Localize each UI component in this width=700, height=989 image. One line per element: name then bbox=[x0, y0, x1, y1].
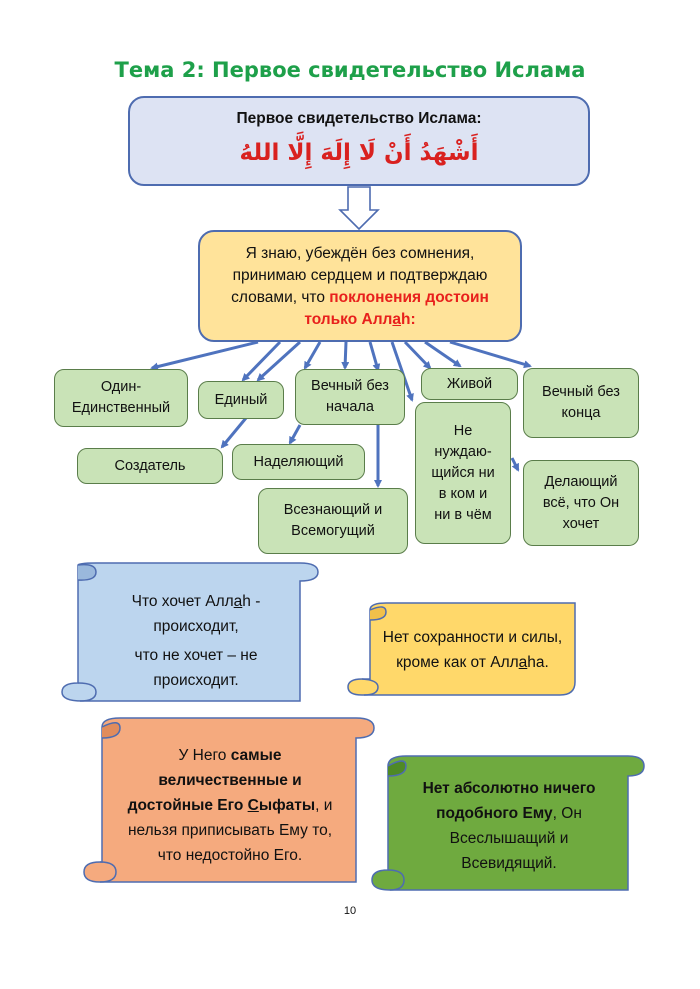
scroll-text-bold: ыфаты bbox=[258, 797, 316, 814]
green-scroll-shape bbox=[371, 755, 645, 891]
orange-scroll-text: У Него самые величественные и достойные … bbox=[104, 743, 356, 868]
attr-all-knowing: Всезнающий и Всемогущий bbox=[258, 488, 408, 554]
scroll-line: Нет абсолютно ничего bbox=[390, 776, 628, 801]
main-text-line: только Аллаh: bbox=[200, 309, 520, 331]
scroll-line: Всевидящий. bbox=[461, 855, 557, 872]
blue-scroll-shape bbox=[61, 562, 319, 702]
attr-provider: Наделяющий bbox=[232, 444, 365, 480]
scroll-text-part: h - bbox=[242, 593, 261, 610]
scroll-text-bold: достойные Его bbox=[127, 797, 248, 814]
yellow-scroll-text: Нет сохранности и силы, кроме как от Алл… bbox=[370, 625, 575, 675]
attr-label: Всезнающий и Всемогущий bbox=[283, 502, 383, 539]
down-arrow-icon bbox=[338, 186, 380, 231]
scroll-text-bold: самые bbox=[230, 747, 282, 764]
attr-label: Не нуждаю- щийся ни в ком и ни в чём bbox=[431, 422, 495, 523]
attr-eternal-no-end: Вечный без конца bbox=[523, 368, 639, 438]
attr-label: Вечный без начала bbox=[311, 378, 389, 415]
scroll-line: У Него самые bbox=[104, 743, 356, 768]
blue-scroll-text: Что хочет Аллаh - происходит, что не хоч… bbox=[96, 589, 296, 693]
attr-living: Живой bbox=[421, 368, 518, 400]
scroll-text-part: Что хочет Алл bbox=[131, 593, 234, 610]
attr-one-unique: Один- Единственный bbox=[54, 369, 188, 427]
main-text-highlight: h: bbox=[401, 311, 416, 328]
scroll-line: величественные и bbox=[104, 768, 356, 793]
scroll-line: Нет сохранности и силы, bbox=[382, 629, 563, 646]
attr-single: Единый bbox=[198, 381, 284, 419]
main-text-line: Я знаю, убеждён без сомнения, bbox=[245, 245, 475, 262]
scroll-line: подобного Ему, Он bbox=[390, 801, 628, 826]
scroll-line: происходит, bbox=[153, 618, 239, 635]
yellow-scroll-shape bbox=[347, 602, 576, 696]
arrow-to-eternal-start bbox=[303, 341, 322, 370]
attr-not-needing: Не нуждаю- щийся ни в ком и ни в чём bbox=[415, 402, 511, 544]
arrow-to-all-knowing bbox=[368, 341, 381, 372]
arrow-to-one-unique bbox=[150, 340, 259, 371]
main-text-highlight: поклонения достоин bbox=[329, 289, 489, 306]
arrow-to-center bbox=[341, 341, 350, 370]
attr-label: Создатель bbox=[114, 457, 186, 474]
scroll-line: что не хочет – не bbox=[134, 647, 258, 664]
scroll-line: Что хочет Аллаh - bbox=[96, 589, 296, 614]
attr-label: Единый bbox=[214, 391, 268, 408]
scroll-text-part: У Него bbox=[178, 747, 231, 764]
scroll-text-underlined: а bbox=[233, 593, 243, 610]
scroll-text-bold: величественные и bbox=[158, 772, 302, 789]
main-statement-box: Я знаю, убеждён без сомнения, принимаю с… bbox=[198, 230, 522, 342]
scroll-text-bold: Нет абсолютно ничего bbox=[422, 780, 596, 797]
attr-label: Наделяющий bbox=[253, 453, 344, 470]
scroll-text-part: , и bbox=[315, 797, 333, 814]
scroll-text-part: hа. bbox=[527, 654, 549, 671]
scroll-text-bold: подобного Ему bbox=[436, 805, 553, 822]
scroll-line: нельзя приписывать Ему то, bbox=[127, 822, 333, 839]
main-text-underlined: а bbox=[392, 311, 402, 328]
scroll-line: Всеслышащий и bbox=[449, 830, 569, 847]
attr-label: Делающий всё, что Он хочет bbox=[542, 473, 620, 532]
page-title: Тема 2: Первое свидетельство Ислама bbox=[114, 58, 586, 82]
shahada-arabic-text: أَشْهَدُ أَنْ لَا إِلَهَ إِلَّا اللهُ bbox=[239, 140, 479, 166]
attr-label: Один- Единственный bbox=[71, 379, 171, 416]
green-scroll-text: Нет абсолютно ничего подобного Ему, Он В… bbox=[390, 776, 628, 876]
arrow-to-living2 bbox=[424, 340, 462, 368]
arrow-eternal-to-provider bbox=[288, 424, 302, 445]
main-text-highlight: только Алл bbox=[304, 311, 393, 328]
scroll-line: кроме как от Аллаhа. bbox=[370, 650, 575, 675]
main-text-plain: словами, что bbox=[231, 289, 330, 306]
orange-scroll-shape bbox=[83, 717, 375, 883]
scroll-text-underlined: а bbox=[518, 654, 528, 671]
arrow-single-to-creator bbox=[220, 417, 248, 449]
arrow-to-eternal-end bbox=[449, 340, 532, 369]
attr-label: Живой bbox=[446, 375, 493, 392]
attr-eternal-no-start: Вечный без начала bbox=[295, 369, 405, 425]
main-text-line: принимаю сердцем и подтверждаю bbox=[232, 267, 488, 284]
shahada-header-box: Первое свидетельство Ислама: أَشْهَدُ أَ… bbox=[128, 96, 590, 186]
attr-creator: Создатель bbox=[77, 448, 223, 484]
arrow-to-not-needing bbox=[403, 340, 432, 370]
arrow-to-creator bbox=[256, 340, 302, 382]
shahada-label: Первое свидетельство Ислама: bbox=[236, 110, 482, 127]
main-text-line: словами, что поклонения достоин bbox=[200, 287, 520, 309]
scroll-line: происходит. bbox=[153, 672, 239, 689]
scroll-line: что недостойно Его. bbox=[157, 847, 303, 864]
attr-label: Вечный без конца bbox=[542, 384, 620, 421]
scroll-line: достойные Его Сыфаты, и bbox=[104, 793, 356, 818]
attr-does-what-wills: Делающий всё, что Он хочет bbox=[523, 460, 639, 546]
arrow-to-single bbox=[241, 340, 282, 382]
page-number: 10 bbox=[343, 905, 357, 917]
scroll-text-part: , Он bbox=[552, 805, 582, 822]
scroll-text-bold-underlined: С bbox=[247, 797, 259, 814]
arrow-not-needing-to-does bbox=[510, 457, 520, 472]
scroll-text-part: кроме как от Алл bbox=[396, 654, 519, 671]
